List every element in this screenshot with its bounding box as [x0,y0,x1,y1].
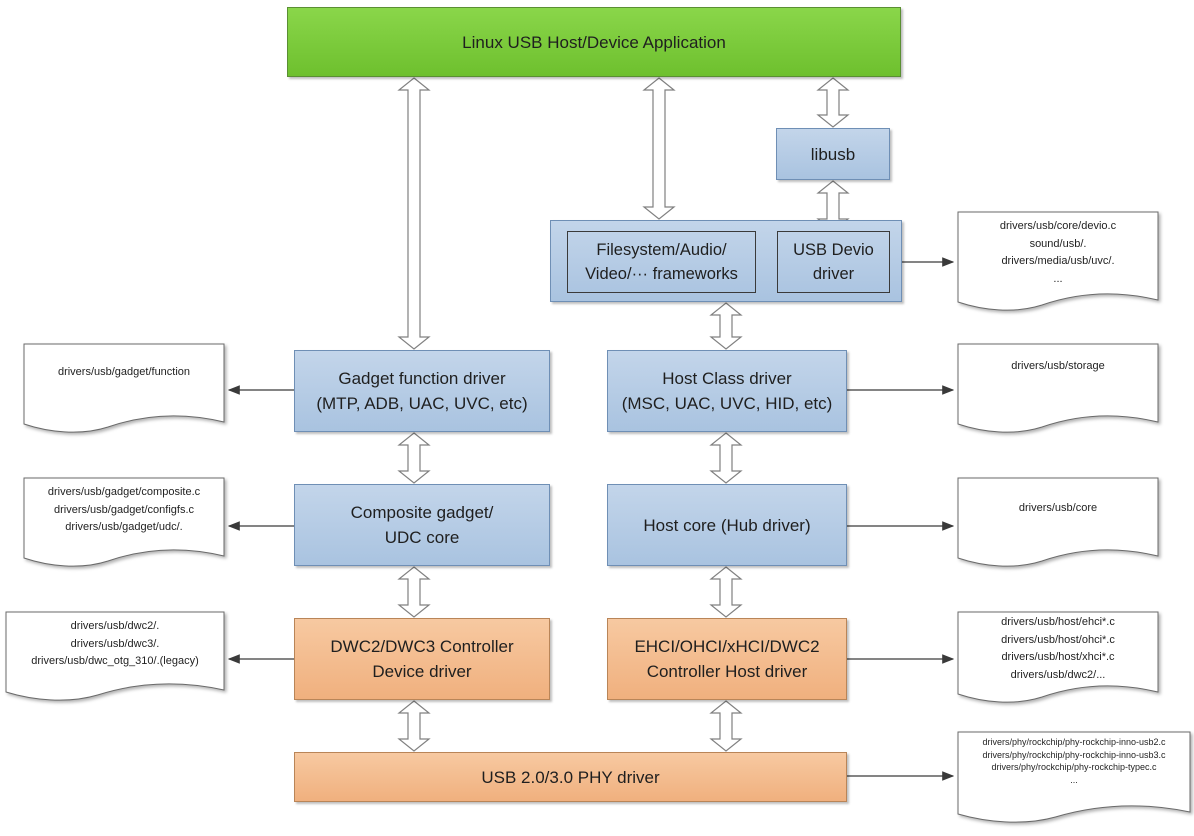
host-core-box: Host core (Hub driver) [607,484,847,566]
filesystem-line2: Video/··· frameworks [585,265,738,283]
ehci-line1: EHCI/OHCI/xHCI/DWC2 [634,637,820,656]
host-class-driver-box: Host Class driver (MSC, UAC, UVC, HID, e… [607,350,847,432]
document-shape [957,343,1159,433]
doc-line: sound/usb/. [1029,237,1087,250]
doc-phy: drivers/phy/rockchip/phy-rockchip-inno-u… [957,731,1191,824]
document-shape [957,731,1191,823]
doc-line: drivers/usb/core/devio.c [999,220,1117,232]
host-core-label: Host core (Hub driver) [643,515,811,535]
doc-line: drivers/usb/storage [1011,360,1105,372]
phy-driver-box: USB 2.0/3.0 PHY driver [294,752,847,802]
dwc-device-driver-box: DWC2/DWC3 Controller Device driver [294,618,550,700]
doc-devio-text: drivers/usb/core/devio.c sound/usb/. dri… [958,218,1158,288]
doc-line: drivers/phy/rockchip/phy-rockchip-inno-u… [982,749,1166,760]
doc-core-text: drivers/usb/core [958,500,1158,518]
composite-line1: Composite gadget/ [350,503,494,522]
document-shape [5,611,225,701]
doc-core: drivers/usb/core [957,477,1159,568]
doc-line: drivers/usb/dwc_otg_310/.(legacy) [31,655,199,667]
doc-line: drivers/usb/gadget/composite.c [47,486,201,498]
doc-line: ... [1053,272,1063,285]
dwc-line1: DWC2/DWC3 Controller [330,637,514,656]
gadget-function-line1: Gadget function driver [338,369,506,388]
doc-line: drivers/media/usb/uvc/. [1001,255,1115,267]
doc-line: drivers/usb/gadget/function [57,366,191,378]
doc-line: drivers/phy/rockchip/phy-rockchip-inno-u… [982,737,1166,747]
doc-line: drivers/usb/host/xhci*.c [1001,651,1115,663]
arrow-host-core-ehci [709,566,743,618]
doc-phy-text: drivers/phy/rockchip/phy-rockchip-inno-u… [958,736,1190,786]
doc-composite-text: drivers/usb/gadget/composite.c drivers/u… [24,484,224,537]
ehci-host-driver-box: EHCI/OHCI/xHCI/DWC2 Controller Host driv… [607,618,847,700]
doc-dwc-text: drivers/usb/dwc2/. drivers/usb/dwc3/. dr… [6,618,224,671]
doc-devio: drivers/usb/core/devio.c sound/usb/. dri… [957,211,1159,312]
doc-host-text: drivers/usb/host/ehci*.c drivers/usb/hos… [958,614,1158,684]
document-shape [23,477,225,567]
ehci-line2: Controller Host driver [646,662,808,681]
filesystem-line1: Filesystem/Audio/ [596,241,727,259]
arrow-ehci-phy [709,700,743,752]
arrow-app-gadget-function [397,77,431,350]
libusb-box: libusb [776,128,890,180]
arrow-gadget-function-composite [397,432,431,484]
composite-gadget-box: Composite gadget/ UDC core [294,484,550,566]
doc-line: drivers/usb/dwc3/. [70,637,160,650]
devio-line2: driver [812,265,855,283]
dwc-line2: Device driver [372,662,472,681]
composite-line2: UDC core [384,528,460,547]
framework-devio-box: Filesystem/Audio/ Video/··· frameworks U… [550,220,902,302]
arrow-host-class-host-core [709,432,743,484]
document-shape [23,343,225,433]
arrow-dwc-phy [397,700,431,752]
doc-storage: drivers/usb/storage [957,343,1159,434]
usb-devio-driver-box: USB Devio driver [777,231,890,293]
host-class-line2: (MSC, UAC, UVC, HID, etc) [621,394,833,413]
gadget-function-line2: (MTP, ADB, UAC, UVC, etc) [316,394,528,413]
document-shape [957,477,1159,567]
doc-line: drivers/usb/core [1018,502,1098,514]
devio-line1: USB Devio [793,241,874,259]
document-shape [957,611,1159,703]
doc-composite: drivers/usb/gadget/composite.c drivers/u… [23,477,225,568]
doc-storage-text: drivers/usb/storage [958,358,1158,376]
arrow-app-libusb [816,77,850,128]
gadget-function-driver-box: Gadget function driver (MTP, ADB, UAC, U… [294,350,550,432]
filesystem-frameworks-box: Filesystem/Audio/ Video/··· frameworks [567,231,756,293]
libusb-label: libusb [810,144,856,164]
doc-line: ... [1070,774,1078,785]
doc-line: drivers/usb/dwc2/. [70,620,160,632]
doc-line: drivers/usb/gadget/configfs.c [53,503,195,516]
doc-gadget-function-text: drivers/usb/gadget/function [24,364,224,382]
phy-label: USB 2.0/3.0 PHY driver [481,767,660,787]
arrow-composite-dwc [397,566,431,618]
arrow-devio-host-class [709,302,743,350]
app-label: Linux USB Host/Device Application [462,32,726,52]
arrow-app-filesystem [642,77,676,220]
host-class-line1: Host Class driver [662,369,792,388]
document-shape [957,211,1159,311]
doc-line: drivers/usb/host/ehci*.c [1001,616,1115,628]
doc-line: drivers/usb/dwc2/... [1010,668,1106,681]
doc-line: drivers/phy/rockchip/phy-rockchip-typec.… [991,762,1157,772]
doc-gadget-function: drivers/usb/gadget/function [23,343,225,434]
doc-line: drivers/usb/host/ohci*.c [1001,633,1115,646]
doc-host: drivers/usb/host/ehci*.c drivers/usb/hos… [957,611,1159,704]
doc-line: drivers/usb/gadget/udc/. [65,521,183,533]
app-box: Linux USB Host/Device Application [287,7,901,77]
doc-dwc: drivers/usb/dwc2/. drivers/usb/dwc3/. dr… [5,611,225,702]
